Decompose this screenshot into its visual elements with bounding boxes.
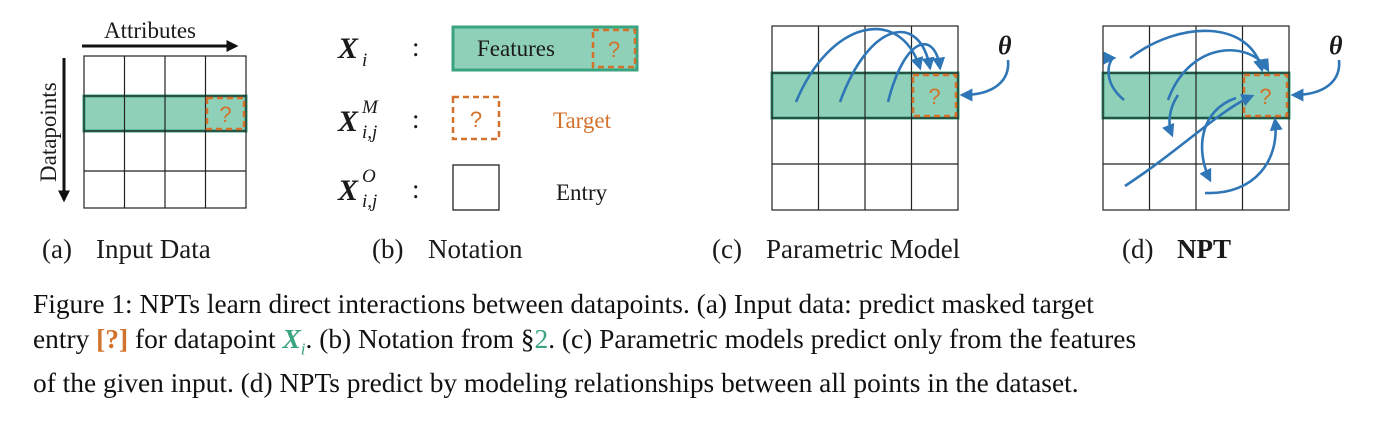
caption-b-text: Notation bbox=[428, 234, 523, 264]
caption-c-tag: (c) bbox=[712, 234, 742, 264]
xo-symbol: X bbox=[337, 174, 359, 207]
c-feature-arrows bbox=[794, 27, 946, 103]
xo-superscript: O bbox=[362, 166, 376, 187]
colon-3: : bbox=[412, 174, 420, 204]
xm-symbol: X bbox=[337, 105, 359, 138]
xi-token: Xi bbox=[282, 324, 306, 358]
caption-a-tag: (a) bbox=[42, 234, 72, 264]
xi-subscript: i bbox=[362, 50, 367, 71]
caption-a-text: Input Data bbox=[96, 234, 211, 264]
input-grid bbox=[83, 55, 247, 209]
caption-line2-a: entry bbox=[33, 324, 97, 354]
target-legend-box bbox=[451, 95, 501, 141]
colon-1: : bbox=[412, 32, 420, 62]
caption-line-3: of the given input. (d) NPTs predict by … bbox=[33, 368, 1079, 399]
target-token: [?] bbox=[96, 324, 129, 354]
features-mask-box bbox=[591, 28, 637, 69]
caption-d-text: NPT bbox=[1177, 234, 1231, 264]
xm-superscript: M bbox=[361, 97, 379, 118]
c-theta-symbol: θ bbox=[998, 31, 1012, 60]
caption-line2-c: . (b) Notation from § bbox=[305, 324, 535, 354]
entry-legend-box bbox=[452, 164, 500, 211]
features-bar bbox=[451, 25, 639, 72]
caption-c-text: Parametric Model bbox=[766, 234, 960, 264]
figure-caption: Figure 1: NPTs learn direct interactions… bbox=[33, 287, 1353, 401]
datapoints-label: Datapoints bbox=[36, 82, 61, 182]
d-mask-box bbox=[1242, 73, 1289, 118]
attributes-label: Attributes bbox=[104, 18, 196, 43]
caption-d-tag: (d) bbox=[1122, 234, 1153, 264]
xi-token-letter: X bbox=[282, 324, 301, 354]
figure-1: Attributes Datapoints ? (a) Input Data X… bbox=[36, 18, 1343, 264]
target-legend-question: ? bbox=[470, 107, 482, 132]
d-interaction-arrows bbox=[1103, 29, 1283, 195]
d-theta-symbol: θ bbox=[1329, 31, 1343, 60]
caption-line2-d: . (c) Parametric models predict only fro… bbox=[548, 324, 1137, 354]
section-ref-link[interactable]: 2 bbox=[534, 324, 549, 354]
colon-2: : bbox=[412, 104, 420, 134]
xi-symbol: X bbox=[337, 32, 359, 65]
caption-b-tag: (b) bbox=[372, 234, 403, 264]
target-label: Target bbox=[553, 108, 612, 133]
panel-b-notation: X i : Features ? X M i,j : ? Target X O … bbox=[337, 25, 639, 264]
d-mask-question: ? bbox=[1259, 84, 1271, 109]
d-grid bbox=[1102, 25, 1290, 211]
c-grid bbox=[771, 25, 959, 211]
masked-target-box bbox=[205, 96, 246, 131]
mask-question: ? bbox=[219, 102, 231, 127]
c-mask-question: ? bbox=[928, 84, 940, 109]
caption-line-1: Figure 1: NPTs learn direct interactions… bbox=[33, 289, 1094, 319]
panel-d-npt: ? θ (d) NPT bbox=[1101, 25, 1343, 264]
xi-token-sub: i bbox=[300, 339, 306, 359]
caption-line-2: entry [?] for datapoint Xi. (b) Notation… bbox=[33, 322, 1353, 366]
caption-line2-b: for datapoint bbox=[128, 324, 283, 354]
c-mask-box bbox=[911, 73, 958, 118]
features-mask-question: ? bbox=[608, 37, 620, 62]
entry-label: Entry bbox=[556, 180, 608, 205]
c-theta-arrow bbox=[959, 59, 1010, 102]
panel-c-parametric-model: ? θ (c) Parametric Model bbox=[712, 25, 1012, 264]
panel-a-input-data: Attributes Datapoints ? (a) Input Data bbox=[36, 18, 248, 264]
xo-subscript: i,j bbox=[362, 191, 377, 212]
xm-subscript: i,j bbox=[362, 122, 377, 143]
d-theta-arrow bbox=[1290, 59, 1341, 102]
features-label: Features bbox=[477, 36, 555, 61]
